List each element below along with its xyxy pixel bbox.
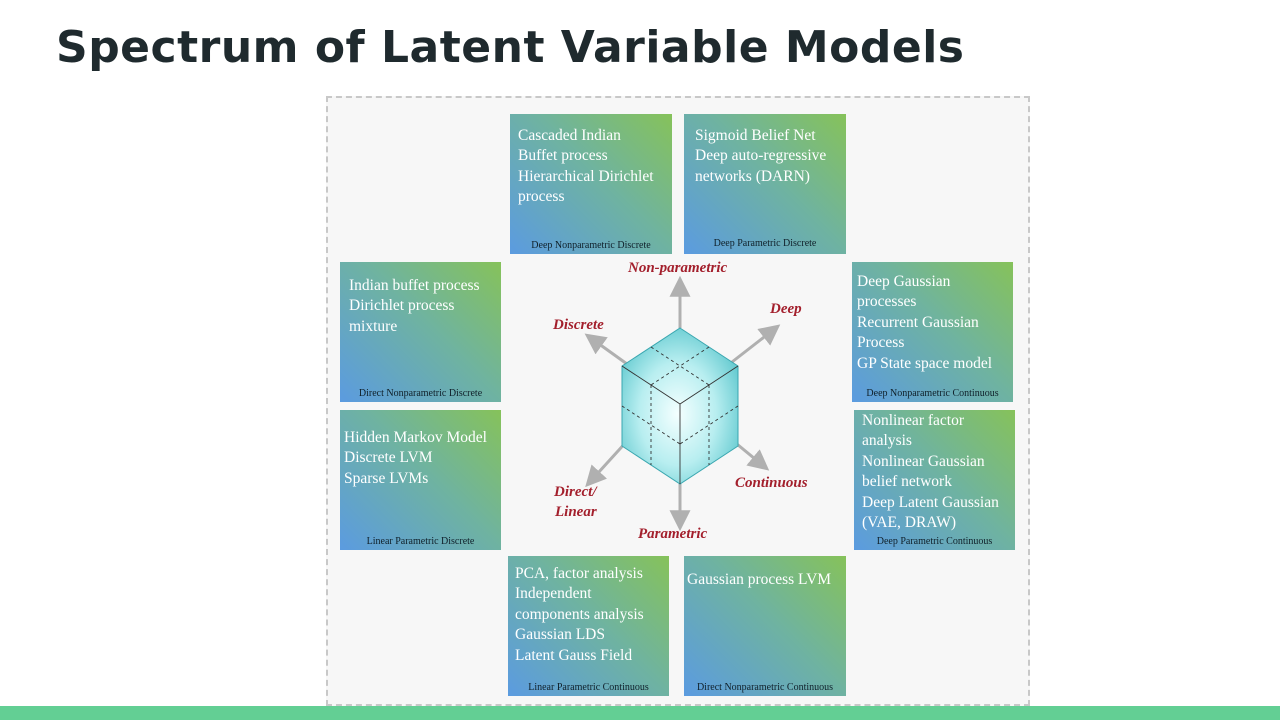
box-line: Recurrent Gaussian [857, 313, 979, 331]
axis-label-direct-linear: Linear [555, 504, 597, 520]
box-direct-nonparametric-discrete: Indian buffet process Dirichlet process … [340, 262, 501, 402]
box-line: Hierarchical Dirichlet [518, 167, 654, 185]
box-line: (VAE, DRAW) [862, 514, 957, 532]
box-line: Gaussian process LVM [687, 571, 832, 588]
arrow-direct-linear [585, 438, 630, 488]
box-line: Independent [515, 585, 592, 603]
arrow-deep [731, 324, 781, 364]
box-line: process [518, 188, 565, 206]
box-linear-parametric-continuous: PCA, factor analysis Independent compone… [508, 556, 669, 696]
box-caption: Linear Parametric Discrete [366, 536, 475, 547]
axis-label-non-parametric: Non-parametric [628, 260, 728, 276]
box-caption: Deep Nonparametric Continuous [866, 388, 999, 399]
box-line: processes [857, 293, 917, 311]
box-line: Nonlinear factor [862, 412, 964, 429]
slide-title: Spectrum of Latent Variable Models [56, 22, 965, 73]
box-line: mixture [349, 317, 398, 335]
box-caption: Deep Parametric Continuous [876, 536, 993, 547]
box-linear-parametric-discrete: Hidden Markov Model Discrete LVM Sparse … [340, 410, 501, 550]
axis-label-discrete: Discrete [553, 317, 604, 333]
box-line: Cascaded Indian [518, 127, 621, 144]
box-line: Deep auto-regressive [695, 147, 827, 165]
box-line: Process [857, 334, 905, 352]
box-deep-parametric-discrete: Sigmoid Belief Net Deep auto-regressive … [684, 114, 846, 254]
box-line: Gaussian LDS [515, 626, 605, 644]
box-caption: Linear Parametric Continuous [528, 682, 649, 693]
box-line: Indian buffet process [349, 277, 480, 294]
box-line: belief network [862, 473, 952, 491]
box-line: Sigmoid Belief Net [695, 127, 816, 144]
axis-label-direct-linear: Direct/ [554, 484, 597, 500]
box-line: Discrete LVM [344, 449, 433, 467]
box-line: PCA, factor analysis [515, 565, 643, 582]
bottom-accent-bar [0, 706, 1280, 720]
box-line: Nonlinear Gaussian [862, 452, 985, 470]
box-caption: Direct Nonparametric Continuous [696, 682, 834, 693]
axis-label-deep: Deep [770, 301, 802, 317]
box-caption: Direct Nonparametric Discrete [358, 388, 483, 399]
box-line: Hidden Markov Model [344, 429, 487, 446]
box-caption: Deep Parametric Discrete [713, 238, 817, 249]
box-line: Sparse LVMs [344, 469, 429, 487]
box-line: Deep Gaussian [857, 273, 951, 290]
box-line: Latent Gauss Field [515, 646, 633, 664]
box-line: analysis [862, 432, 912, 450]
box-line: components analysis [515, 605, 644, 623]
box-line: Dirichlet process [349, 297, 455, 315]
box-deep-parametric-continuous: Nonlinear factor analysis Nonlinear Gaus… [854, 410, 1015, 550]
box-direct-nonparametric-continuous: Gaussian process LVM Direct Nonparametri… [684, 556, 846, 696]
box-line: Deep Latent Gaussian [862, 493, 999, 511]
axis-label-continuous: Continuous [735, 475, 808, 491]
box-caption: Deep Nonparametric Discrete [531, 240, 651, 251]
box-line: networks (DARN) [695, 167, 810, 185]
box-line: Buffet process [518, 147, 608, 165]
axis-label-parametric: Parametric [638, 526, 708, 542]
box-deep-nonparametric-continuous: Deep Gaussian processes Recurrent Gaussi… [852, 262, 1013, 402]
arrow-discrete [584, 333, 628, 366]
box-deep-nonparametric-discrete: Cascaded Indian Buffet process Hierarchi… [510, 114, 672, 254]
box-line: GP State space model [857, 354, 993, 372]
